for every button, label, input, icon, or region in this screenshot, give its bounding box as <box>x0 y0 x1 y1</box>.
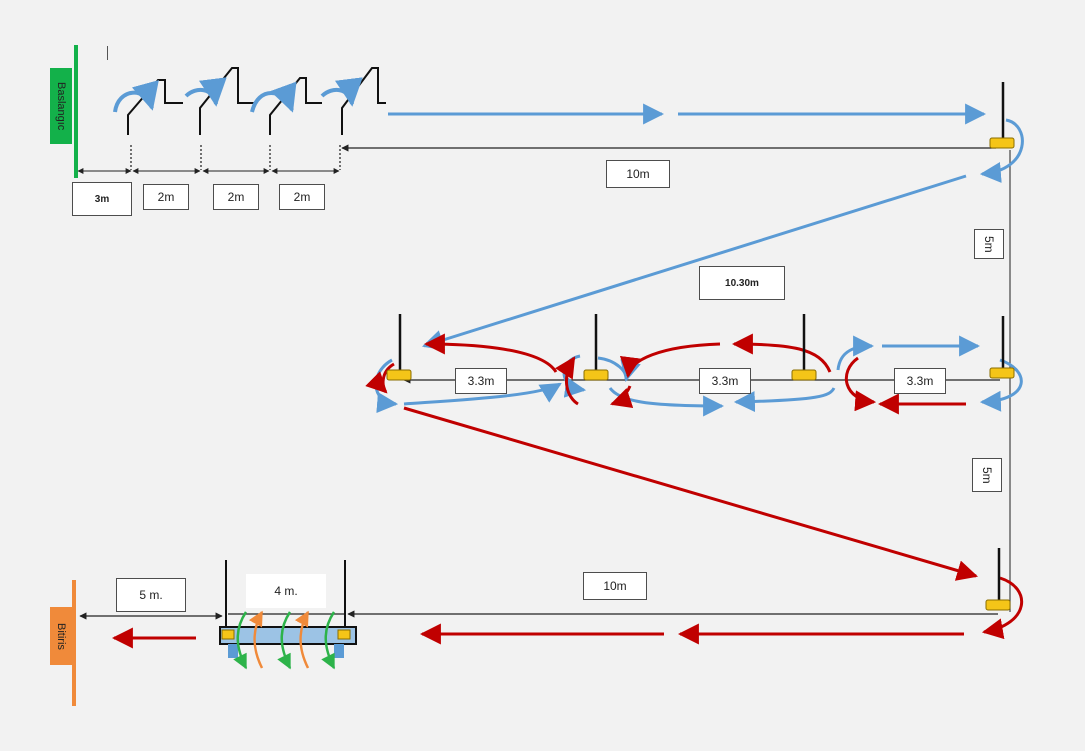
middle-red-arrows <box>365 333 966 415</box>
distance-label-5m-upper: 5m <box>974 229 1004 259</box>
hurdle-icon <box>199 67 256 135</box>
diagonal-red-arrow <box>403 406 979 581</box>
bar-green-arrows <box>233 611 336 670</box>
distance-label-2m: 2m <box>143 184 189 210</box>
turn-arrow-top-right <box>979 118 1024 183</box>
hurdle-icon <box>269 77 322 135</box>
hurdle-icon <box>127 79 183 135</box>
bar-orange-arrows <box>248 610 310 669</box>
hurdle-markers <box>130 145 341 170</box>
pole-middle-right <box>989 316 1015 379</box>
distance-label-3m: 3m <box>72 182 132 216</box>
pole-middle-center-right <box>791 314 817 381</box>
finish-flag-label: Bitiris <box>55 622 67 650</box>
hurdle-icon <box>341 67 386 135</box>
finish-flag <box>50 580 76 706</box>
distance-label-4m: 4 m. <box>246 574 326 608</box>
pole-bottom-right <box>985 548 1011 611</box>
start-flag <box>50 45 78 178</box>
distance-label-3-3m-right: 3.3m <box>894 368 946 394</box>
bottom-red-arrows <box>111 623 964 649</box>
distance-label-10m-bottom: 10m <box>583 572 647 600</box>
start-flag-label: Baslangıc <box>55 81 67 131</box>
distance-label-2m: 2m <box>279 184 325 210</box>
distance-label-10m-top: 10m <box>606 160 670 188</box>
distance-label-10-30m: 10.30m <box>699 266 785 300</box>
diagonal-blue-arrow <box>421 174 967 351</box>
pole-middle-center-left <box>583 314 609 381</box>
jump-arrow-icon <box>113 77 363 113</box>
distance-label-5m-lower: 5m <box>972 458 1002 492</box>
distance-label-3-3m-mid: 3.3m <box>699 368 751 394</box>
distance-label-3-3m-left: 3.3m <box>455 368 507 394</box>
pole-top-right <box>989 82 1015 149</box>
turn-arrow-bottom-right <box>981 576 1024 640</box>
distance-label-5m-finish: 5 m. <box>116 578 186 612</box>
text-cursor <box>107 46 108 60</box>
distance-label-2m: 2m <box>213 184 259 210</box>
pole-middle-left <box>386 314 412 381</box>
